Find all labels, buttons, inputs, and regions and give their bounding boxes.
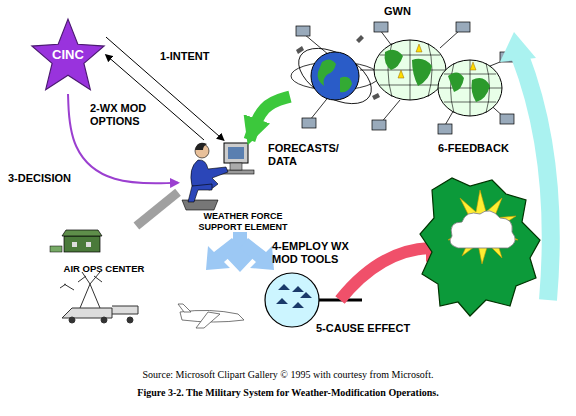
connector	[136, 192, 178, 226]
operator-at-console-part	[228, 147, 244, 159]
step-label: 5-CAUSE EFFECT	[316, 322, 410, 335]
operator-at-console-part	[188, 184, 212, 202]
aircraft-part	[178, 304, 220, 328]
antenna-vehicle-part	[69, 317, 75, 323]
air-ops-building-part	[50, 246, 62, 252]
step-label: FORECASTS/ DATA	[268, 142, 326, 168]
antenna-vehicle	[60, 272, 138, 323]
operator-at-console-part	[230, 163, 242, 170]
star-shape	[32, 19, 104, 90]
air-ops-building	[50, 230, 102, 252]
network-computers-part	[296, 26, 310, 36]
network-computers	[296, 22, 514, 134]
operator-at-console	[182, 143, 254, 210]
air-ops-building-part	[86, 242, 91, 247]
world-grid-maps-part	[385, 50, 432, 86]
command-star: CINC	[30, 16, 106, 94]
support-element-node: WEATHER FORCE SUPPORT ELEMENT	[178, 140, 308, 235]
world-grid-maps	[374, 40, 502, 116]
air-ops-building-part	[62, 230, 102, 236]
world-grid-maps-part	[438, 60, 502, 116]
target-region-part	[450, 211, 515, 248]
antenna-vehicle-part	[127, 317, 133, 323]
target-region-part	[420, 178, 540, 316]
antenna-vehicle-part	[101, 317, 107, 323]
employment-arrows-part	[240, 238, 274, 270]
operator-at-console-part	[182, 200, 218, 210]
network-computers-part	[374, 22, 388, 32]
network-computers-part	[302, 118, 316, 128]
operator-at-console-part	[224, 143, 248, 163]
air-ops-building-part	[64, 236, 100, 252]
node-label: WEATHER FORCE SUPPORT ELEMENT	[182, 209, 304, 235]
network-computers-part	[456, 22, 470, 32]
step-label: 3-DECISION	[8, 172, 71, 185]
node-label: GWN	[382, 3, 413, 20]
figure-caption: Figure 3-2. The Military System for Weat…	[0, 386, 576, 399]
cause-effect-arrow-part	[340, 248, 430, 300]
node-label: CINC	[50, 45, 86, 65]
network-computers-part	[500, 114, 514, 124]
antenna-vehicle-part	[60, 272, 102, 308]
world-grid-maps-part	[398, 44, 476, 78]
step-label: 2-WX MOD OPTIONS	[90, 102, 152, 128]
world-grid-maps-part	[374, 40, 446, 100]
seeding-tool-part	[276, 284, 312, 308]
world-grid-maps-part	[374, 40, 446, 100]
seeding-tool-part	[265, 273, 319, 327]
source-note: Source: Microsoft Clipart Gallery © 1995…	[0, 368, 576, 381]
step-label: 4-EMPLOY WX MOD TOOLS	[272, 240, 356, 266]
network-links-part	[304, 30, 505, 127]
network-node: GWN	[290, 3, 505, 133]
connector	[68, 94, 178, 183]
world-grid-maps-part	[448, 72, 490, 102]
feedback-arrow-part	[500, 32, 536, 62]
globe-part	[318, 59, 352, 92]
air-ops-building-part	[72, 242, 77, 247]
target-region-part	[448, 190, 518, 264]
connector	[106, 55, 204, 140]
step-label: 6-FEEDBACK	[438, 142, 509, 155]
world-grid-maps-part	[438, 60, 502, 116]
globe-part	[296, 35, 380, 100]
step-label: 1-INTENT	[160, 50, 210, 63]
network-computers-part	[372, 120, 386, 130]
aircraft	[178, 304, 244, 328]
globe	[289, 35, 380, 115]
connector	[250, 97, 291, 140]
employment-arrows-part	[206, 238, 240, 270]
network-computers-part	[438, 124, 452, 134]
employment-arrows	[206, 232, 274, 272]
target-region	[420, 178, 540, 316]
network-links	[304, 30, 505, 127]
node-label: AIR OPS CENTER	[62, 261, 147, 276]
operator-at-console-part	[195, 143, 207, 150]
air-ops-node: AIR OPS CENTER	[50, 226, 158, 276]
globe-part	[311, 52, 359, 100]
